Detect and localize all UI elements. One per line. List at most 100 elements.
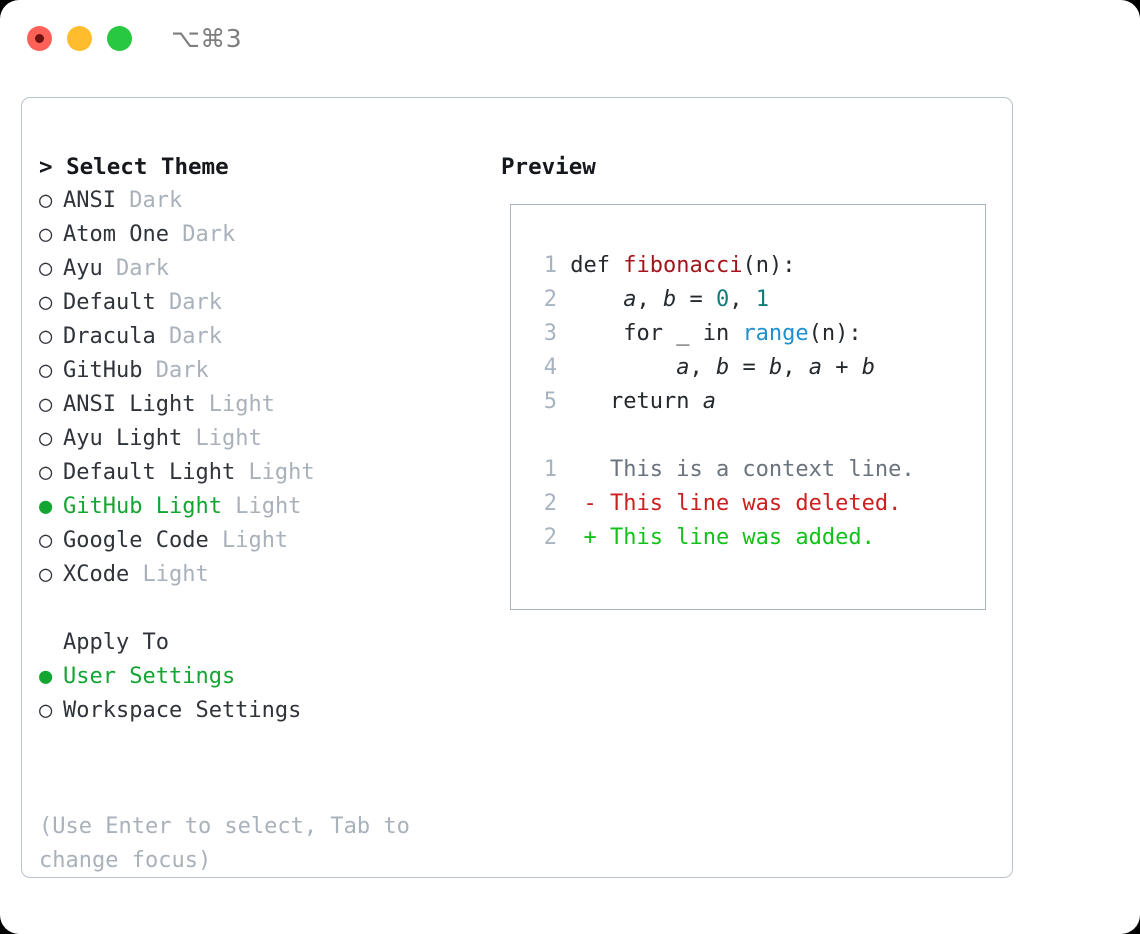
code-gutter-gap	[557, 355, 570, 380]
theme-list-item[interactable]: ○Atom One Dark	[39, 218, 469, 252]
theme-list-item[interactable]: ○XCode Light	[39, 558, 469, 592]
label-spacer	[142, 358, 155, 383]
theme-name-label: Ayu	[63, 256, 103, 281]
label-spacer	[195, 392, 208, 417]
code-token: return	[570, 389, 703, 414]
diff-marker-del: -	[557, 491, 610, 516]
maximize-window-button[interactable]	[107, 26, 132, 51]
code-token: def	[570, 253, 624, 278]
theme-list-item[interactable]: ● GitHub Light Light	[39, 490, 469, 524]
label-spacer	[156, 324, 169, 349]
theme-category-label: Dark	[168, 290, 222, 315]
theme-name-label: GitHub	[63, 358, 143, 383]
radio-selected-icon[interactable]: ●	[39, 494, 53, 519]
radio-unselected-icon[interactable]: ○	[39, 324, 53, 349]
theme-list: ○ANSI Dark○Atom One Dark○Ayu Dark○Defaul…	[39, 184, 469, 592]
minimize-window-button[interactable]	[67, 26, 92, 51]
code-token: a	[808, 355, 822, 380]
theme-category-label: Dark	[155, 358, 209, 383]
radio-unselected-icon[interactable]: ○	[39, 698, 53, 723]
code-token: range	[742, 321, 809, 346]
theme-list-item[interactable]: ○Ayu Light Light	[39, 422, 469, 456]
code-token: a	[702, 389, 716, 414]
theme-category-label: Light	[235, 494, 302, 519]
theme-name-label: GitHub Light	[63, 494, 222, 519]
code-token: 1	[755, 287, 769, 312]
theme-name-label: Google Code	[63, 528, 209, 553]
apply-to-item-label: User Settings	[63, 664, 236, 689]
theme-category-label: Light	[208, 392, 275, 417]
radio-unselected-icon[interactable]: ○	[39, 222, 53, 247]
code-line-number: 5	[543, 389, 557, 414]
apply-to-item-label: Workspace Settings	[63, 698, 302, 723]
theme-list-item[interactable]: ○Google Code Light	[39, 524, 469, 558]
theme-name-label: ANSI Light	[63, 392, 196, 417]
label-spacer	[169, 222, 182, 247]
code-token	[570, 355, 676, 380]
radio-unselected-icon[interactable]: ○	[39, 290, 53, 315]
label-spacer	[222, 494, 235, 519]
code-token: b	[662, 287, 677, 312]
apply-to-list: ● User Settings ○ Workspace Settings	[39, 660, 469, 728]
theme-list-item[interactable]: ○ Ayu Dark	[39, 252, 469, 286]
code-token: (n):	[808, 321, 862, 346]
theme-list-item[interactable]: ○ Default Dark	[39, 286, 469, 320]
theme-list-item[interactable]: ○Default Light Light	[39, 456, 469, 490]
code-token: b	[861, 355, 875, 380]
apply-to-item[interactable]: ● User Settings	[39, 660, 469, 694]
code-line: 5 return a	[529, 385, 915, 419]
radio-unselected-icon[interactable]: ○	[39, 256, 53, 281]
theme-name-label: Ayu Light	[63, 426, 183, 451]
code-token: 0	[715, 287, 730, 312]
apply-to-item[interactable]: ○ Workspace Settings	[39, 694, 469, 728]
apply-to-label: Apply To	[63, 630, 169, 655]
code-line: 2 a, b = 0, 1	[529, 283, 915, 317]
code-token: for _ in	[570, 321, 743, 346]
theme-list-item[interactable]: ○ANSI Dark	[39, 184, 469, 218]
code-token: =	[676, 287, 716, 312]
theme-name-label: Default Light	[63, 460, 236, 485]
label-spacer	[235, 460, 248, 485]
select-theme-label: Select Theme	[66, 154, 229, 180]
code-line: 3 for _ in range(n):	[529, 317, 915, 351]
diff-line-text: This line was added.	[609, 525, 875, 550]
radio-unselected-icon[interactable]: ○	[39, 426, 53, 451]
label-spacer	[156, 290, 169, 315]
preview-heading: Preview	[501, 154, 596, 180]
code-line-number: 1	[543, 253, 557, 278]
theme-list-item[interactable]: ○ ANSI Light Light	[39, 388, 469, 422]
theme-picker-panel: > Select Theme ○ANSI Dark○Atom One Dark○…	[21, 97, 1013, 878]
theme-category-label: Dark	[116, 256, 169, 281]
theme-name-label: Default	[63, 290, 156, 315]
code-gutter-gap	[557, 321, 570, 346]
apply-to-heading: Apply To	[39, 626, 469, 660]
radio-unselected-icon[interactable]: ○	[39, 460, 53, 485]
theme-name-label: ANSI	[63, 188, 116, 213]
code-token: b	[768, 355, 783, 380]
radio-unselected-icon[interactable]: ○	[39, 392, 53, 417]
radio-unselected-icon[interactable]: ○	[39, 188, 53, 213]
diff-line: 2 + This line was added.	[529, 521, 915, 555]
theme-list-item[interactable]: ○ GitHub Dark	[39, 354, 469, 388]
radio-unselected-icon[interactable]: ○	[39, 358, 53, 383]
code-gutter-gap	[557, 253, 570, 278]
radio-selected-icon[interactable]: ●	[39, 664, 53, 689]
radio-unselected-icon[interactable]: ○	[39, 562, 53, 587]
heading-prefix-caret: >	[39, 154, 67, 180]
code-blank-line	[529, 419, 915, 453]
radio-unselected-icon[interactable]: ○	[39, 528, 53, 553]
code-line-number: 2	[543, 287, 557, 312]
keyboard-hint-text: (Use Enter to select, Tab to change focu…	[39, 814, 410, 873]
theme-selector-column: > Select Theme ○ANSI Dark○Atom One Dark○…	[39, 150, 469, 728]
window-titlebar: ⌥⌘3	[0, 0, 1140, 78]
code-gutter-gap	[557, 389, 570, 414]
diff-line: 1 This is a context line.	[529, 453, 915, 487]
code-line-number: 3	[543, 321, 557, 346]
theme-list-item[interactable]: ○Dracula Dark	[39, 320, 469, 354]
diff-line-number: 2	[543, 525, 557, 550]
code-token: fibonacci	[623, 253, 743, 278]
close-window-button[interactable]	[27, 26, 52, 51]
diff-line-number: 2	[543, 491, 557, 516]
